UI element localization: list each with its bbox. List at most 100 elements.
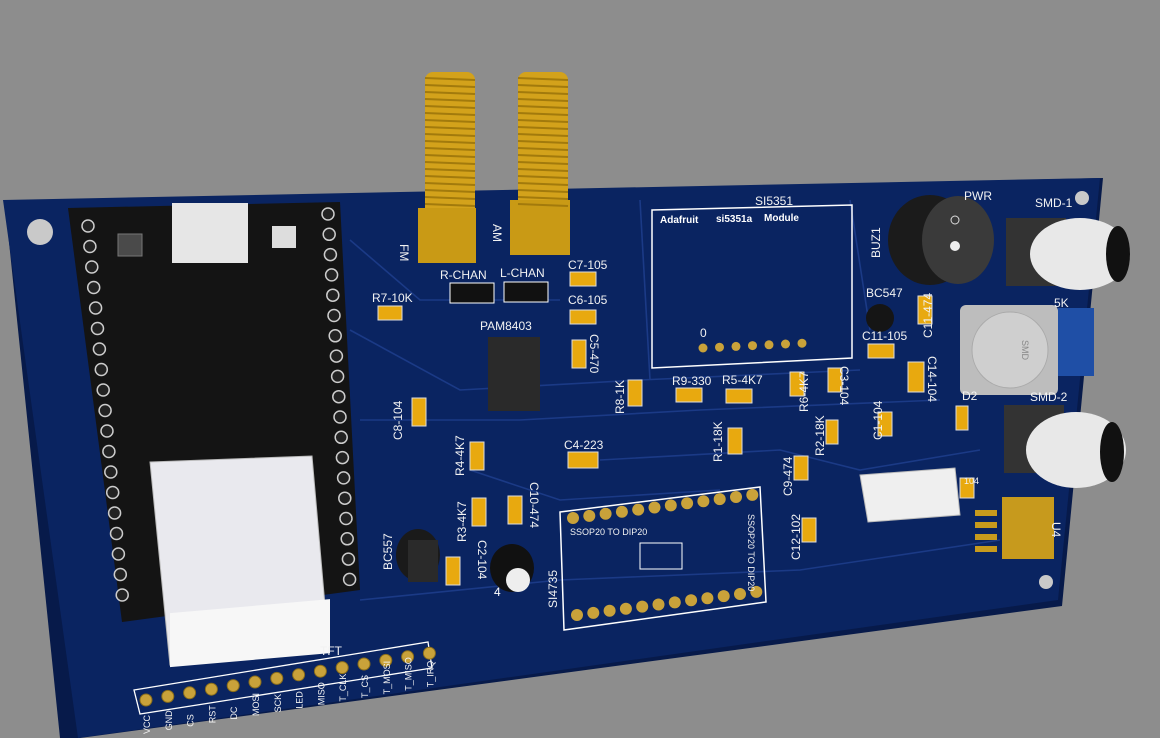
label-smd1: SMD-1 (1035, 196, 1073, 210)
plus-icon (950, 215, 960, 225)
tft-pin-gnd (161, 689, 175, 703)
label-si5351a: si5351a (716, 214, 753, 225)
thread-ridge (424, 77, 476, 81)
thread-ridge (517, 105, 569, 109)
label-ssop-b: SSOP20 TO DIP20 (746, 514, 756, 591)
tft-pin-label: SCK (273, 694, 283, 713)
tft-header-outline (133, 641, 433, 715)
header-pin (109, 526, 124, 541)
si4735-chip-footprint (639, 542, 683, 570)
buzzer (888, 195, 994, 285)
label-bc557: BC557 (381, 533, 395, 570)
pin-pad (697, 495, 710, 508)
tft-pin-rst (204, 682, 218, 696)
thread-ridge (424, 98, 476, 102)
label-c1: C1-104 (871, 400, 885, 440)
pin-pad (750, 585, 763, 598)
pin-pad (652, 598, 665, 611)
label-c6: C6-105 (568, 293, 608, 307)
label-c10: C10-474 (527, 482, 541, 528)
reset-button[interactable] (272, 226, 296, 248)
thread-ridge (517, 203, 569, 207)
sma-threads (424, 77, 569, 207)
header-pin (105, 485, 120, 500)
label-r6: R6-4K7 (797, 371, 811, 412)
u4-regulator (1002, 497, 1054, 559)
thread-ridge (424, 189, 476, 193)
thread-ridge (517, 175, 569, 179)
header-pin (98, 403, 112, 418)
thread-ridge (424, 91, 476, 95)
smd-part (959, 477, 975, 499)
smd-part (569, 271, 597, 287)
antenna-area (170, 599, 330, 668)
label-r8: R8-1K (613, 380, 627, 414)
header-pin (111, 547, 126, 561)
thread-ridge (517, 182, 569, 186)
thread-ridge (517, 168, 569, 172)
trimmer-potentiometer[interactable] (1058, 308, 1094, 376)
smd-part (789, 371, 805, 397)
si4735-pins (567, 488, 763, 621)
thread-ridge (424, 105, 476, 109)
header-pin (90, 321, 105, 336)
header-pin (341, 552, 356, 566)
esp32-header-pins (81, 207, 357, 602)
header-pin (330, 369, 345, 384)
thread-ridge (517, 161, 569, 165)
header-pin (81, 219, 95, 233)
tft-pin-t_mosi (379, 653, 393, 667)
label-r5: R5-4K7 (722, 373, 763, 387)
thread-ridge (517, 91, 569, 95)
header-pin (339, 511, 353, 526)
thread-ridge (517, 119, 569, 123)
thread-ridge (517, 189, 569, 193)
header-pin (86, 280, 101, 295)
tft-pin-miso (313, 664, 327, 678)
thread-ridge (517, 112, 569, 116)
tft-pin-label: GND (164, 710, 174, 731)
usb-connector (172, 203, 248, 263)
si4735-adapter-outline (559, 486, 767, 631)
pin-pad (648, 501, 661, 514)
pin-pad (731, 341, 741, 351)
u4-leads (975, 510, 997, 552)
label-smd-inductor: SMD (1020, 340, 1030, 361)
tft-pin-label: CS (186, 714, 196, 727)
smd-part (445, 556, 461, 586)
silkscreen-labels: FM AM R-CHAN L-CHAN C7-105 C6-105 C5-470… (320, 189, 1073, 658)
thread-ridge (424, 203, 476, 207)
label-r3: R3-4K7 (455, 501, 469, 542)
label-zero: 0 (700, 326, 707, 340)
smd-part (627, 379, 643, 407)
boot-button[interactable] (117, 233, 143, 257)
capacitor-smd-1 (1006, 218, 1130, 290)
thread-ridge (517, 84, 569, 88)
tft-pin-label: LED (295, 691, 305, 709)
label-am: AM (490, 224, 504, 242)
header-pin (321, 207, 335, 221)
smd-part (801, 517, 817, 543)
label-bc547: BC547 (866, 286, 903, 300)
tft-pin-t_cs (357, 657, 371, 671)
smd-part (469, 441, 485, 471)
header-pin (96, 383, 110, 397)
thread-ridge (424, 133, 476, 137)
pin-pad (746, 488, 759, 501)
transistor-bc547 (866, 304, 894, 332)
label-d2: D2 (962, 389, 978, 403)
thread-ridge (517, 98, 569, 102)
thread-ridge (517, 154, 569, 158)
header-pin (102, 444, 116, 459)
tft-pin-label: MISO (316, 682, 326, 705)
pin-pad (781, 339, 790, 349)
header-pin (107, 506, 122, 520)
thread-ridge (424, 154, 476, 158)
smd-part (877, 411, 893, 437)
capacitor-smd-2 (1004, 405, 1126, 488)
header-pin (334, 430, 348, 445)
header-pin (322, 227, 336, 242)
